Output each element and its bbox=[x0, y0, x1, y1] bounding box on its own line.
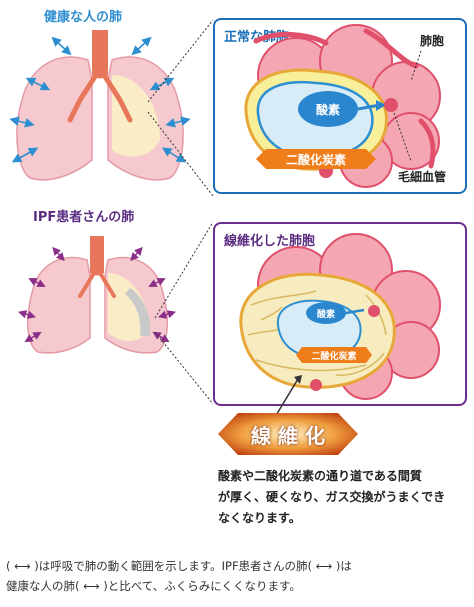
footnote-line-1: ( ⟷ )は呼吸で肺の動く範囲を示します。IPF患者さんの肺( ⟷ )は bbox=[6, 559, 352, 573]
fibrosis-badge bbox=[218, 413, 358, 455]
description-line-1: 酸素や二酸化炭素の通り道である間質 bbox=[218, 469, 422, 483]
description-line-3: なくなります。 bbox=[218, 511, 301, 525]
connector-lines bbox=[147, 19, 214, 405]
fibrosis-description: 酸素や二酸化炭素の通り道である間質 が厚く、硬くなり、ガス交換がうまくでき なく… bbox=[218, 466, 468, 529]
alveolus-label: 肺胞 bbox=[420, 34, 445, 48]
fibrosis-alveolus-panel bbox=[213, 222, 467, 406]
capillary-label: 毛細血管 bbox=[398, 170, 447, 184]
normal-oxygen-label: 酸素 bbox=[316, 102, 340, 117]
normal-co2-label: 二酸化炭素 bbox=[286, 152, 346, 167]
badge-pointer bbox=[274, 375, 302, 418]
healthy-lung-title: 健康な人の肺 bbox=[44, 10, 123, 25]
ipf-lung-illustration bbox=[17, 236, 177, 354]
description-line-2: が厚く、硬くなり、ガス交換がうまくでき bbox=[218, 490, 446, 504]
fibrosis-alveolus-illustration: 酸素 二酸化炭素 bbox=[239, 233, 441, 400]
normal-alveolus-panel bbox=[213, 18, 467, 194]
footnote: ( ⟷ )は呼吸で肺の動く範囲を示します。IPF患者さんの肺( ⟷ )は 健康な… bbox=[6, 556, 472, 596]
footnote-line-2: 健康な人の肺( ⟷ )と比べて、ふくらみにくくなります。 bbox=[6, 579, 301, 593]
fibrosis-oxygen-label: 酸素 bbox=[317, 308, 335, 320]
normal-alveolus-illustration: 酸素 二酸化炭素 bbox=[244, 24, 441, 188]
healthy-lung-illustration bbox=[9, 30, 191, 181]
ipf-lung-title: IPF患者さんの肺 bbox=[33, 210, 135, 225]
fibrosis-badge-label: 線 維 化 bbox=[251, 424, 325, 448]
fibrosis-co2-label: 二酸化炭素 bbox=[311, 350, 356, 362]
fibrosis-panel-title: 線維化した肺胞 bbox=[224, 234, 316, 249]
